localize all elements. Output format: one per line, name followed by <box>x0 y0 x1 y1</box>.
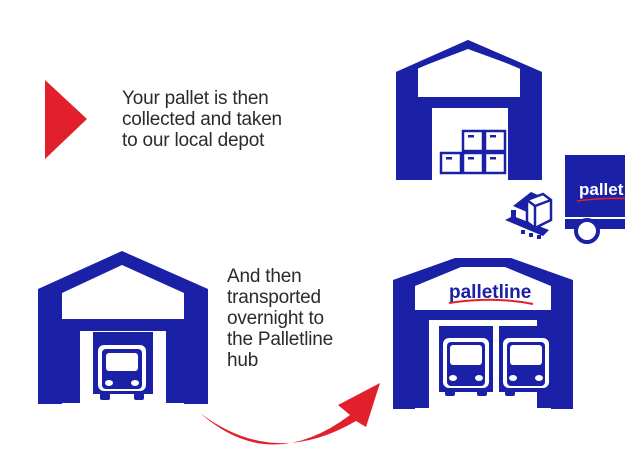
pallet-jack-with-box-icon <box>505 192 553 239</box>
caption-line: overnight to <box>227 308 324 329</box>
hub-logo-text: palletline <box>449 282 531 303</box>
caption-line: And then <box>227 266 302 287</box>
caption-line: to our local depot <box>122 130 265 151</box>
caption-line: collected and taken <box>122 109 282 130</box>
step-2-caption: And then transported overnight to the Pa… <box>227 266 333 371</box>
caption-line: hub <box>227 350 259 371</box>
curved-arrow-icon <box>200 383 380 445</box>
caption-line: transported <box>227 287 321 308</box>
play-triangle-icon <box>45 80 87 159</box>
warehouse-with-truck-icon <box>38 251 208 404</box>
step-1-caption: Your pallet is then collected and taken … <box>122 88 282 151</box>
delivery-truck-icon: pallet <box>565 155 625 244</box>
truck-logo-text: pallet <box>579 180 624 199</box>
caption-line: the Palletline <box>227 329 333 350</box>
warehouse-with-two-trucks-icon: palletline <box>393 258 573 409</box>
caption-line: Your pallet is then <box>122 88 269 109</box>
warehouse-with-boxes-icon <box>396 40 542 180</box>
